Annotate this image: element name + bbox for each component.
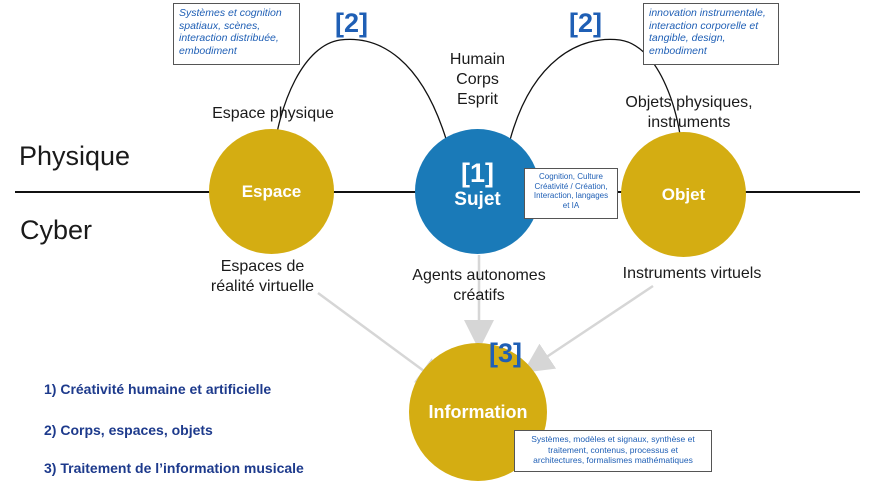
note-sujet-line4: et IA	[562, 200, 580, 210]
list-item-2: 2) Corps, espaces, objets	[44, 422, 213, 438]
label-esprit: Esprit	[457, 91, 498, 108]
note-sujet-line1: Cognition, Culture	[538, 172, 604, 181]
note-right-line2: interaction corporelle et	[649, 19, 759, 32]
note-right-line3: tangible, design,	[649, 32, 726, 44]
layer-label-cyber: Cyber	[20, 215, 93, 245]
note-information-line3: architectures, formalismes mathématiques	[533, 455, 693, 465]
label-espaces-rv-line1: Espaces de	[220, 258, 305, 275]
label-espaces-rv-line2: réalité virtuelle	[210, 278, 315, 295]
arrow-objet-to-information	[522, 284, 654, 373]
note-right-line1: innovation instrumentale,	[649, 7, 766, 19]
node-objet: Objet	[621, 132, 746, 257]
note-left-line4: embodiment	[179, 44, 237, 57]
label-instruments-virtuels: Instruments virtuels	[622, 265, 762, 282]
node-sujet-number: [1]	[461, 157, 494, 188]
note-sujet-line3: Interaction, langages	[533, 191, 609, 200]
label-agents-autonomes: Agents autonomes créatifs	[396, 266, 562, 306]
arc-sujet-to-espace	[267, 38, 448, 169]
bracket-info: [3]	[489, 338, 522, 368]
node-sujet-label: Sujet	[454, 188, 501, 210]
note-sujet-line2: Créativité / Création,	[534, 181, 608, 191]
label-agents-line1: Agents autonomes	[412, 267, 546, 284]
note-left-line2: spatiaux, scènes,	[179, 19, 261, 32]
label-objets-physiques-line2: instruments	[647, 114, 731, 131]
note-sujet: Cognition, Culture Créativité / Création…	[524, 168, 618, 219]
label-agents-line2: créatifs	[453, 287, 505, 304]
label-espace-physique: Espace physique	[212, 105, 334, 122]
note-left-line1: Systèmes et cognition	[179, 7, 282, 19]
bracket-left: [2]	[335, 8, 368, 38]
layer-label-physique: Physique	[19, 141, 131, 171]
node-objet-label: Objet	[661, 184, 706, 204]
list-item-1: 1) Créativité humaine et artificielle	[44, 381, 272, 397]
label-espaces-realite-virtuelle: Espaces de réalité virtuelle	[185, 257, 340, 297]
label-corps: Corps	[456, 71, 499, 88]
note-left: Systèmes et cognition spatiaux, scènes, …	[173, 3, 300, 65]
note-information-line1: Systèmes, modèles et signaux, synthèse e…	[531, 434, 695, 444]
note-right-line4: embodiment	[649, 44, 707, 57]
node-information-label: Information	[428, 401, 528, 422]
note-left-line3: interaction distribuée,	[179, 32, 279, 44]
note-right: innovation instrumentale, interaction co…	[643, 3, 779, 65]
note-information-line2: traitement, contenus, processus et	[548, 444, 678, 455]
node-espace: Espace	[209, 129, 334, 254]
label-humain: Humain	[449, 51, 506, 68]
node-sujet: [1] Sujet	[415, 129, 540, 254]
node-espace-label: Espace	[241, 181, 302, 201]
label-objets-physiques: Objets physiques, instruments	[606, 93, 772, 133]
arc-sujet-to-objet	[509, 38, 690, 173]
bracket-right: [2]	[569, 8, 602, 38]
list-item-3: 3) Traitement de l’information musicale	[44, 460, 304, 476]
note-information: Systèmes, modèles et signaux, synthèse e…	[514, 430, 712, 472]
label-objets-physiques-line1: Objets physiques,	[625, 94, 753, 111]
label-humain-corps-esprit: Humain Corps Esprit	[430, 50, 525, 110]
